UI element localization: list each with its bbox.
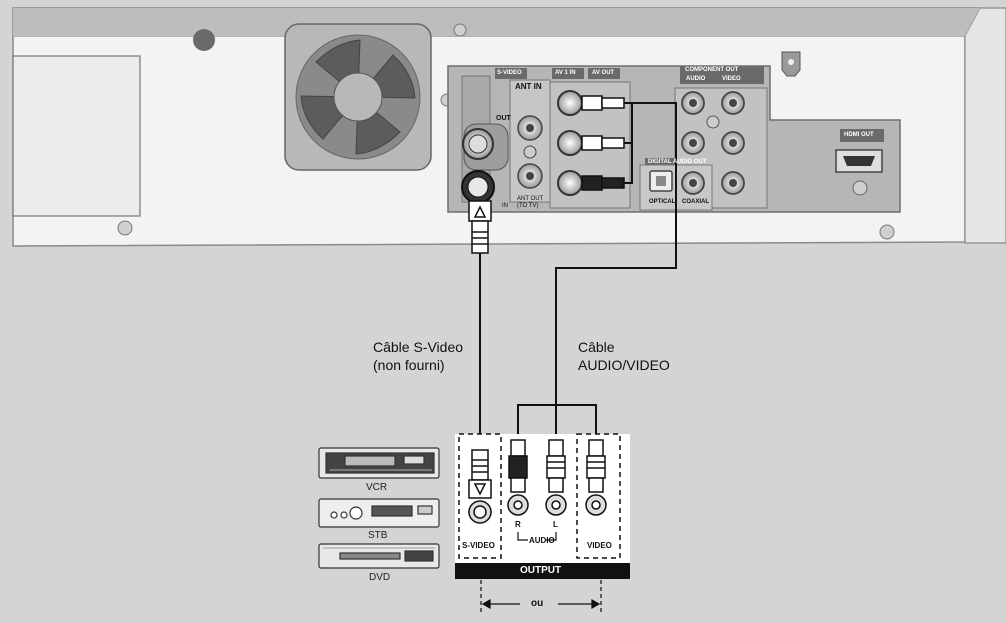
ant-in-label: ANT IN <box>515 82 542 91</box>
output-title: OUTPUT <box>520 565 562 576</box>
svideo-header-label: S-VIDEO <box>497 70 522 76</box>
svideo-plug-top <box>468 200 492 254</box>
av1-in-label: AV 1 IN <box>555 70 576 76</box>
component-out-label: COMPONENT OUT <box>685 67 739 73</box>
output-audio-label: AUDIO <box>529 536 555 545</box>
output-block <box>455 433 630 612</box>
ant-out-sub-label: (TO TV) <box>517 203 539 209</box>
component-audio-label: AUDIO <box>686 76 706 82</box>
hdmi-out-label: HDMI OUT <box>844 132 874 138</box>
stb-device <box>318 498 440 528</box>
vcr-device <box>318 447 440 479</box>
av-cable-plugs-top <box>581 95 625 191</box>
cooling-fan <box>284 23 432 171</box>
digital-audio-out-label: DIGITAL AUDIO OUT <box>648 159 707 165</box>
output-r-label: R <box>515 520 521 529</box>
ant-out-label: ANT OUT <box>517 196 544 202</box>
device-label-vcr: VCR <box>366 482 388 493</box>
output-l-label: L <box>553 520 558 529</box>
coaxial-label: COAXIAL <box>682 199 709 205</box>
ou-label: ou <box>531 598 544 609</box>
device-label-dvd: DVD <box>369 572 391 583</box>
av-cable-line1: Câble <box>578 339 615 355</box>
output-svideo-label: S-VIDEO <box>462 541 495 550</box>
svideo-cable-line1: Câble S-Video <box>373 339 464 355</box>
device-label-stb: STB <box>368 530 388 541</box>
component-video-label: VIDEO <box>722 76 741 82</box>
dvd-device <box>318 543 440 569</box>
av-cable-line2: AUDIO/VIDEO <box>578 357 670 373</box>
optical-label: OPTICAL <box>649 199 676 205</box>
av-out-label: AV OUT <box>592 70 615 76</box>
av-cable-label: Câble AUDIO/VIDEO <box>578 338 670 374</box>
out-label: OUT <box>496 115 511 122</box>
svideo-cable-line2: (non fourni) <box>373 357 445 373</box>
in-label: IN <box>502 203 508 209</box>
svideo-cable-label: Câble S-Video (non fourni) <box>373 338 463 374</box>
output-video-label: VIDEO <box>587 541 612 550</box>
